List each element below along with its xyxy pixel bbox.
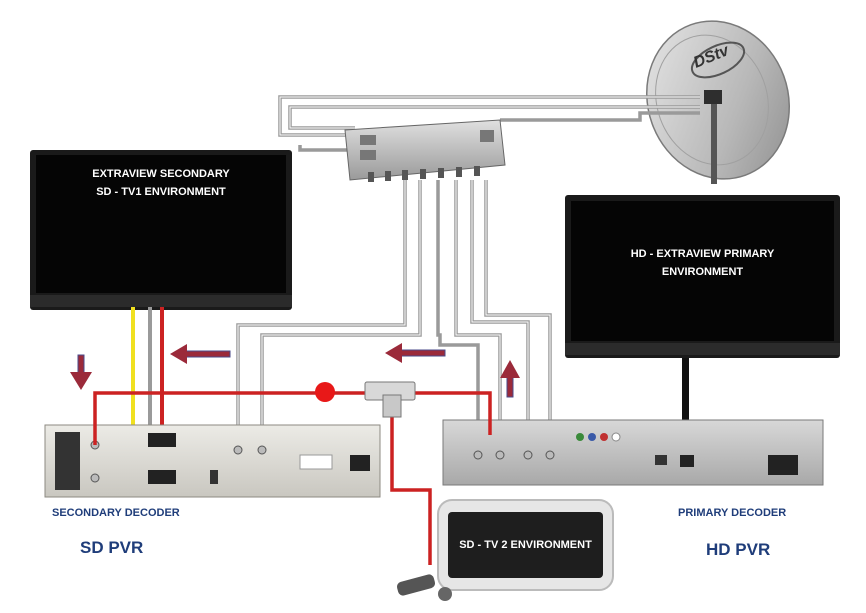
- tv2-set: [437, 499, 614, 591]
- tv-primary-line2: ENVIRONMENT: [661, 266, 744, 278]
- arrow-left-1: [170, 344, 231, 364]
- red-rf-cable: [93, 391, 492, 565]
- tv2-line1: SD - TV 2 ENVIRONMENT: [459, 539, 592, 551]
- primary-decoder-caption: PRIMARY DECODER: [678, 507, 787, 519]
- lnb: [704, 90, 722, 104]
- tv-primary-screen-label: HD - EXTRAVIEW PRIMARY ENVIRONMENT: [571, 245, 834, 281]
- arrow-left-2: [385, 343, 446, 363]
- multiswitch: [344, 119, 506, 182]
- tv1-set: [30, 150, 292, 310]
- rf-splitter: [364, 381, 416, 418]
- remote-control-icon: [396, 574, 452, 601]
- tv2-screen-label: SD - TV 2 ENVIRONMENT: [448, 536, 603, 554]
- tv-primary-line1: HD - EXTRAVIEW PRIMARY: [630, 248, 775, 260]
- secondary-decoder: [44, 424, 381, 498]
- tv-primary-set: [565, 195, 840, 458]
- arrow-up: [500, 360, 520, 398]
- secondary-decoder-caption: SECONDARY DECODER: [52, 507, 180, 519]
- tv1-line2: SD - TV1 ENVIRONMENT: [96, 186, 226, 198]
- arrow-down: [70, 354, 92, 390]
- secondary-decoder-type: SD PVR: [80, 538, 144, 557]
- satellite-dish: DStv: [646, 20, 790, 184]
- primary-decoder-type: HD PVR: [706, 540, 771, 559]
- primary-decoder: [442, 419, 824, 486]
- tv1-line1: EXTRAVIEW SECONDARY: [92, 168, 230, 180]
- tv1-screen-label: EXTRAVIEW SECONDARY SD - TV1 ENVIRONMENT: [36, 165, 286, 201]
- signal-arrows: [70, 343, 520, 398]
- signal-blob: [315, 382, 335, 402]
